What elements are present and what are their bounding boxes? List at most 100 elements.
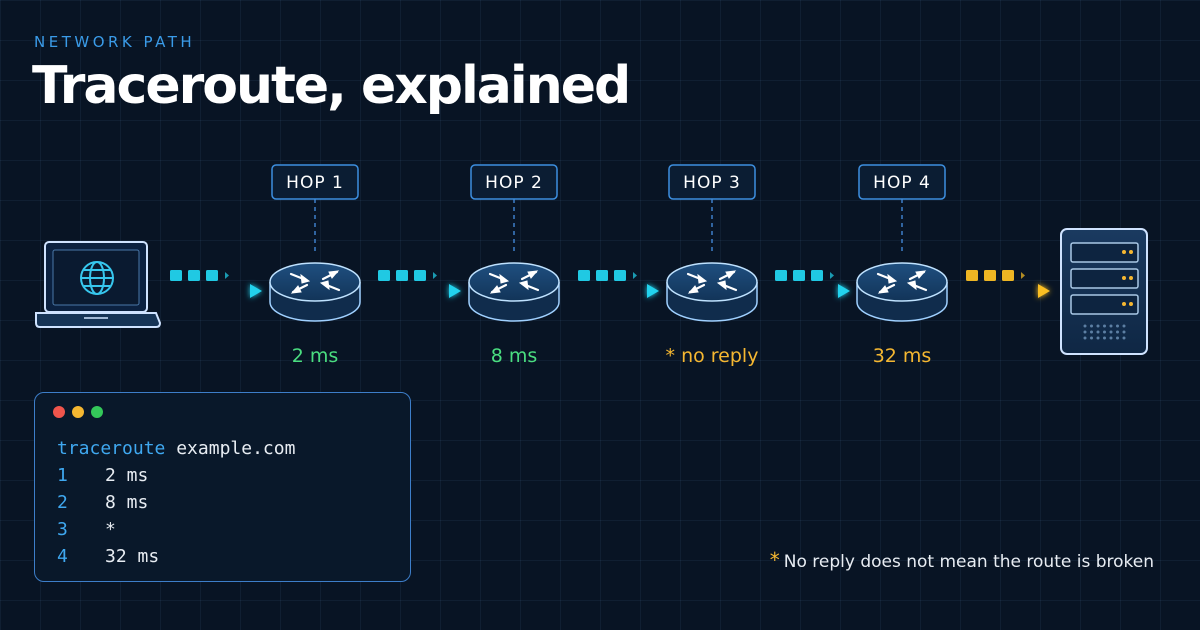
vent-dot (1116, 324, 1119, 328)
vent-dot (1103, 336, 1106, 340)
packet-block (984, 270, 996, 281)
hop-latency: 8 ms (491, 345, 538, 367)
terminal-line: 4 32 ms (57, 543, 295, 570)
router-icon (467, 261, 561, 323)
packet-block (378, 270, 390, 281)
vent-dot (1122, 330, 1126, 334)
hop-latency: 2 ms (292, 345, 339, 367)
hop-label-box (668, 164, 756, 200)
hop-label: HOP 3 (683, 173, 741, 193)
vent-dot (1103, 330, 1106, 334)
vent-dot (1109, 324, 1113, 328)
vent-dot (1122, 324, 1126, 328)
terminal-command-line: traceroute example.com (57, 435, 295, 462)
packet-connector (952, 270, 1050, 298)
packet-block (1002, 270, 1014, 281)
packet-block (206, 270, 218, 281)
terminal-command: traceroute (57, 438, 166, 459)
packet-block (170, 270, 182, 281)
packet-block (811, 270, 823, 281)
vent-dot (1096, 324, 1100, 328)
vent-dot (1096, 336, 1100, 340)
hop-label: HOP 4 (873, 173, 931, 193)
maximize-dot-icon[interactable] (91, 406, 103, 418)
minimize-dot-icon[interactable] (72, 406, 84, 418)
terminal-line-number: 4 (57, 546, 68, 567)
hop-label-box (470, 164, 558, 200)
vent-dot (1122, 336, 1126, 340)
packet-connector (563, 270, 659, 298)
packet-tail-icon (433, 272, 437, 279)
packet-block (614, 270, 626, 281)
packet-block (578, 270, 590, 281)
packet-block (414, 270, 426, 281)
packet-block (775, 270, 787, 281)
vent-dot (1083, 336, 1087, 340)
hop-3: HOP 3 * no reply (665, 164, 759, 367)
router-icon (268, 261, 362, 323)
page-title: Traceroute, explained (32, 56, 631, 116)
terminal-line-result: 2 ms (105, 465, 149, 486)
vent-dot (1109, 330, 1113, 334)
vent-dot (1109, 336, 1113, 340)
terminal-line-result: 8 ms (105, 492, 149, 513)
packet-block (966, 270, 978, 281)
hop-label: HOP 1 (286, 173, 344, 193)
vent-dot (1116, 336, 1119, 340)
terminal-line-number: 2 (57, 492, 68, 513)
packet-tail-icon (225, 272, 229, 279)
footnote: *No reply does not mean the route is bro… (770, 548, 1154, 572)
vent-dot (1090, 324, 1093, 328)
router-icon (665, 261, 759, 323)
terminal-argument: example.com (176, 438, 296, 459)
packet-connector (152, 270, 262, 298)
hop-label: HOP 2 (485, 173, 543, 193)
footnote-text: No reply does not mean the route is brok… (783, 552, 1154, 572)
terminal-line: 2 8 ms (57, 489, 295, 516)
footnote-star: * (769, 548, 780, 572)
arrow-head-icon (449, 284, 461, 298)
packet-block (396, 270, 408, 281)
arrow-head-icon (1038, 284, 1050, 298)
hop-label-box (271, 164, 359, 200)
packet-tail-icon (1021, 272, 1025, 279)
hop-latency: 32 ms (873, 345, 932, 367)
window-controls (53, 406, 103, 418)
packet-block (188, 270, 200, 281)
arrow-head-icon (250, 284, 262, 298)
vent-dot (1090, 330, 1093, 334)
terminal-line: 3* (57, 516, 295, 543)
arrow-head-icon (838, 284, 850, 298)
terminal-line-number: 1 (57, 465, 68, 486)
packet-connector (761, 270, 850, 298)
terminal-line-result: * (105, 519, 116, 540)
eyebrow-label: NETWORK PATH (34, 33, 196, 51)
packet-tail-icon (633, 272, 637, 279)
server-icon (1060, 228, 1148, 355)
close-dot-icon[interactable] (53, 406, 65, 418)
terminal-line-number: 3 (57, 519, 68, 540)
packet-connector (362, 270, 461, 298)
arrow-head-icon (647, 284, 659, 298)
hop-4: HOP 4 32 ms (855, 164, 949, 367)
hop-1: HOP 1 2 ms (268, 164, 362, 367)
hop-latency: * no reply (666, 345, 759, 367)
terminal-line-result: 32 ms (105, 546, 160, 567)
laptop-globe-icon (35, 241, 162, 328)
vent-dot (1103, 324, 1106, 328)
hop-2: HOP 2 8 ms (467, 164, 561, 367)
packet-tail-icon (830, 272, 834, 279)
packet-block (793, 270, 805, 281)
vent-dot (1090, 336, 1093, 340)
hop-label-box (858, 164, 946, 200)
vent-dot (1096, 330, 1100, 334)
terminal-line: 1 2 ms (57, 462, 295, 489)
router-icon (855, 261, 949, 323)
vent-dot (1083, 330, 1087, 334)
vent-dot (1083, 324, 1087, 328)
vent-dot (1116, 330, 1119, 334)
packet-block (596, 270, 608, 281)
